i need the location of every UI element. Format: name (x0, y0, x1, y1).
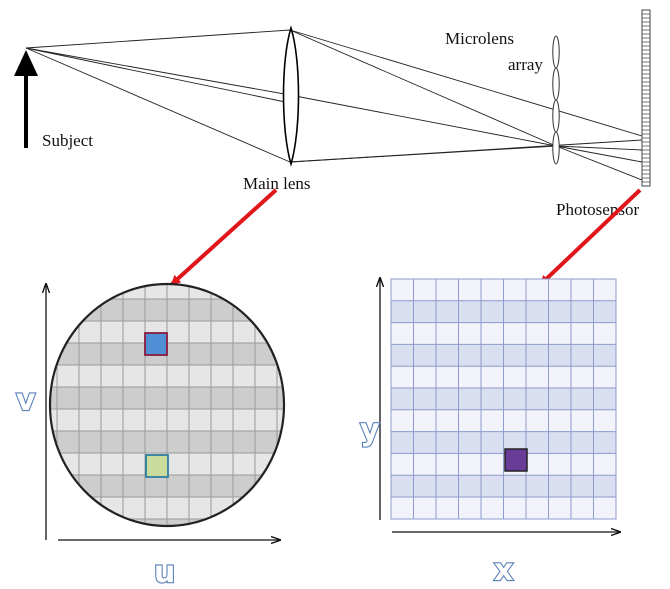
lens-row-band (50, 299, 284, 321)
axis-label-v: v (16, 383, 36, 418)
microlens-label-line1: Microlens (445, 29, 514, 48)
lens-sample-green (145, 454, 169, 478)
subject-label: Subject (42, 131, 93, 150)
lens-row-band (50, 519, 284, 526)
red-arrow-photosensor (539, 188, 642, 286)
sensor-sample-purple (504, 448, 528, 472)
microlens-label-line2: array (508, 55, 543, 74)
axis-label-x: x (494, 553, 513, 588)
xy-axes (380, 278, 620, 532)
microlens-array (552, 35, 560, 165)
photosensor-strip (641, 9, 651, 187)
subject-arrow (14, 50, 38, 148)
sensor-pixel-grid (390, 278, 617, 520)
light-rays (25, 29, 643, 181)
lens-sample-blue (144, 332, 168, 356)
lens-aperture-grid (50, 284, 284, 526)
red-arrow-main-lens (170, 188, 278, 286)
lens-aperture-outline (48, 282, 286, 528)
axis-label-u: u (154, 555, 175, 589)
axis-label-y: y (360, 413, 380, 448)
uv-axes (46, 284, 280, 540)
main-lens (282, 25, 300, 167)
main-lens-label: Main lens (243, 174, 311, 193)
photosensor-label: Photosensor (556, 200, 639, 219)
